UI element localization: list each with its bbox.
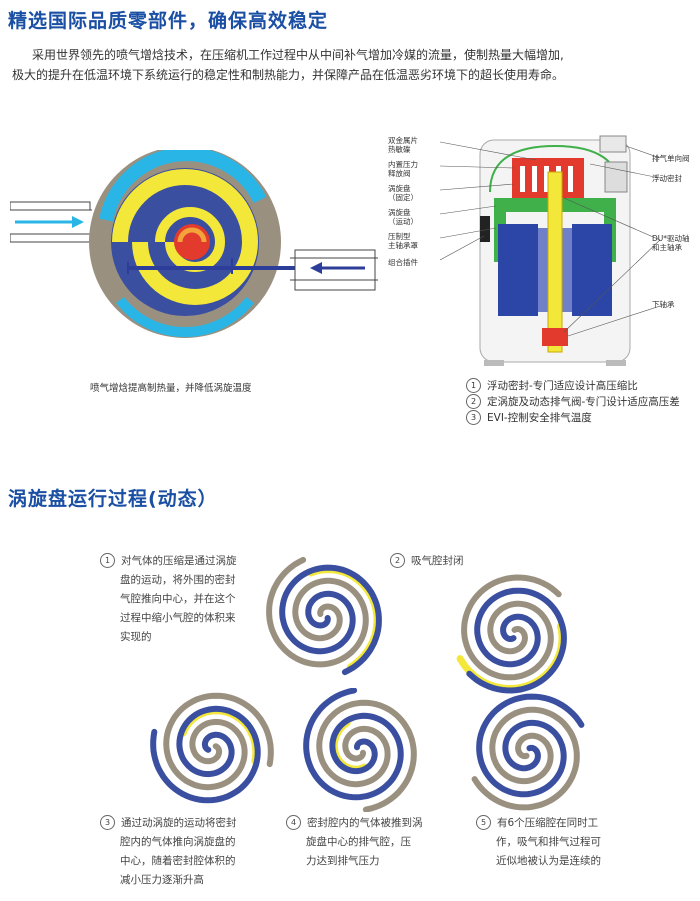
scroll-stage-2 bbox=[452, 572, 576, 696]
section-title-scroll-process: 涡旋盘运行过程(动态） bbox=[8, 488, 218, 510]
label-discharge-check-valve: 排气单向阀 bbox=[652, 154, 690, 163]
section-title-parts: 精选国际品质零部件，确保高效稳定 bbox=[8, 10, 329, 32]
label-fixed-scroll: 涡旋盘（固定） bbox=[388, 184, 418, 202]
label-orbiting-scroll: 涡旋盘（运动） bbox=[388, 208, 418, 226]
scroll-stage-3 bbox=[150, 686, 274, 810]
label-bimetal-disc: 双金属片热敏碟 bbox=[388, 136, 418, 154]
label-du-shaft: DU*驱动轴和主轴承 bbox=[652, 234, 690, 252]
label-pressure-relief: 内置压力释放阀 bbox=[388, 160, 418, 178]
intro-line-2: 极大的提升在低温环境下系统运行的稳定性和制热能力，并保障产品在低温恶劣环境下的超… bbox=[12, 68, 565, 82]
scroll-stage-4 bbox=[298, 688, 422, 812]
scroll-stage-5 bbox=[466, 690, 590, 814]
intro-line-1: 采用世界领先的喷气增焓技术，在压缩机工作过程中从中间补气增加冷媒的流量，使制热量… bbox=[32, 48, 564, 62]
compressor-cutaway bbox=[440, 132, 660, 372]
vapor-injection-caption: 喷气增焓提高制热量，并降低涡旋温度 bbox=[90, 383, 252, 394]
label-bearing-housing: 压制型主轴承罩 bbox=[388, 232, 418, 250]
label-terminal-plug: 组合插件 bbox=[388, 258, 418, 267]
label-lower-bearing: 下轴承 bbox=[652, 300, 675, 309]
vapor-injection-diagram bbox=[10, 150, 380, 350]
scroll-stage-1 bbox=[262, 554, 386, 678]
label-floating-seal: 浮动密封 bbox=[652, 174, 682, 183]
